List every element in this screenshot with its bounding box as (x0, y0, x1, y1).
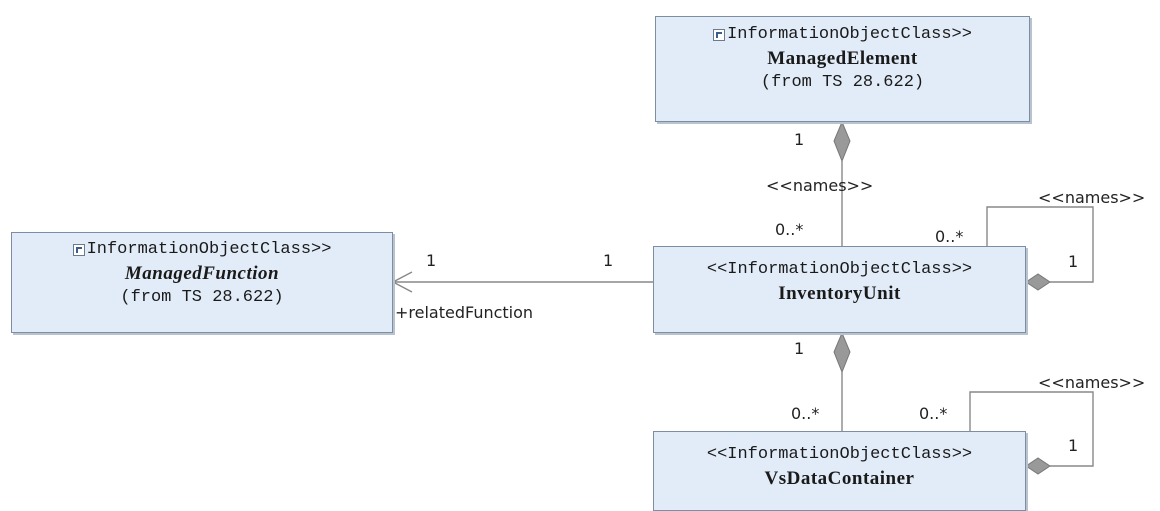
class-name: ManagedFunction (124, 263, 280, 284)
class-name: InventoryUnit (778, 283, 901, 304)
class-inventory-unit[interactable]: <<InformationObjectClass>> InventoryUnit (653, 246, 1026, 333)
stereotype-names-vsdatacontainer-self: <<names>> (1038, 373, 1146, 392)
composition-diamond-inventoryunit-bottom (833, 331, 851, 374)
class-managed-function[interactable]: InformationObjectClass>> ManagedFunction… (11, 232, 393, 333)
stereotype-label: InformationObjectClass>> (86, 240, 332, 259)
reference-arrow-icon (72, 244, 85, 256)
stereotype-label: <<InformationObjectClass>> (706, 445, 973, 464)
self-association-vsdatacontainer (969, 391, 1094, 467)
stereotype-names-inventoryunit-self: <<names>> (1038, 188, 1146, 207)
stereotype-row: InformationObjectClass>> (656, 23, 1029, 47)
class-name: ManagedElement (767, 48, 918, 69)
multiplicity-managedfunction-end: 1 (426, 251, 437, 270)
composition-diamond-vsdatacontainer-right (1025, 457, 1051, 475)
composition-diamond-managedelement (833, 120, 851, 163)
class-name: VsDataContainer (764, 468, 915, 489)
multiplicity-managedelement-end: 1 (794, 130, 805, 149)
class-vs-data-container[interactable]: <<InformationObjectClass>> VsDataContain… (653, 431, 1026, 511)
reference-arrow-icon (713, 29, 726, 41)
multiplicity-inventoryunit-association-end: 1 (603, 251, 614, 270)
multiplicity-inventoryunit-self-one: 1 (1068, 252, 1079, 271)
stereotype-names-managedelement-inventoryunit: <<names>> (766, 176, 874, 195)
composition-diamond-inventoryunit-right (1025, 273, 1051, 291)
self-association-inventoryunit (986, 206, 1094, 283)
stereotype-label: <<InformationObjectClass>> (706, 260, 973, 279)
multiplicity-vsdatacontainer-self-one: 1 (1068, 436, 1079, 455)
role-name-related-function: +relatedFunction (395, 303, 534, 322)
multiplicity-inventoryunit-end: 0..* (775, 220, 804, 239)
stereotype-label: InformationObjectClass>> (727, 25, 972, 44)
multiplicity-inventoryunit-container-end: 1 (794, 339, 805, 358)
multiplicity-vsdatacontainer-self-many: 0..* (919, 404, 948, 423)
multiplicity-vsdatacontainer-end: 0..* (791, 404, 820, 423)
class-managed-element[interactable]: InformationObjectClass>> ManagedElement … (655, 16, 1030, 122)
multiplicity-inventoryunit-self-many: 0..* (935, 227, 964, 246)
uml-diagram-canvas (391, 120, 1094, 475)
stereotype-row: InformationObjectClass>> (12, 238, 392, 262)
source-package: (from TS 28.622) (120, 288, 284, 307)
navigability-arrowhead (391, 271, 413, 293)
source-package: (from TS 28.622) (760, 73, 925, 92)
